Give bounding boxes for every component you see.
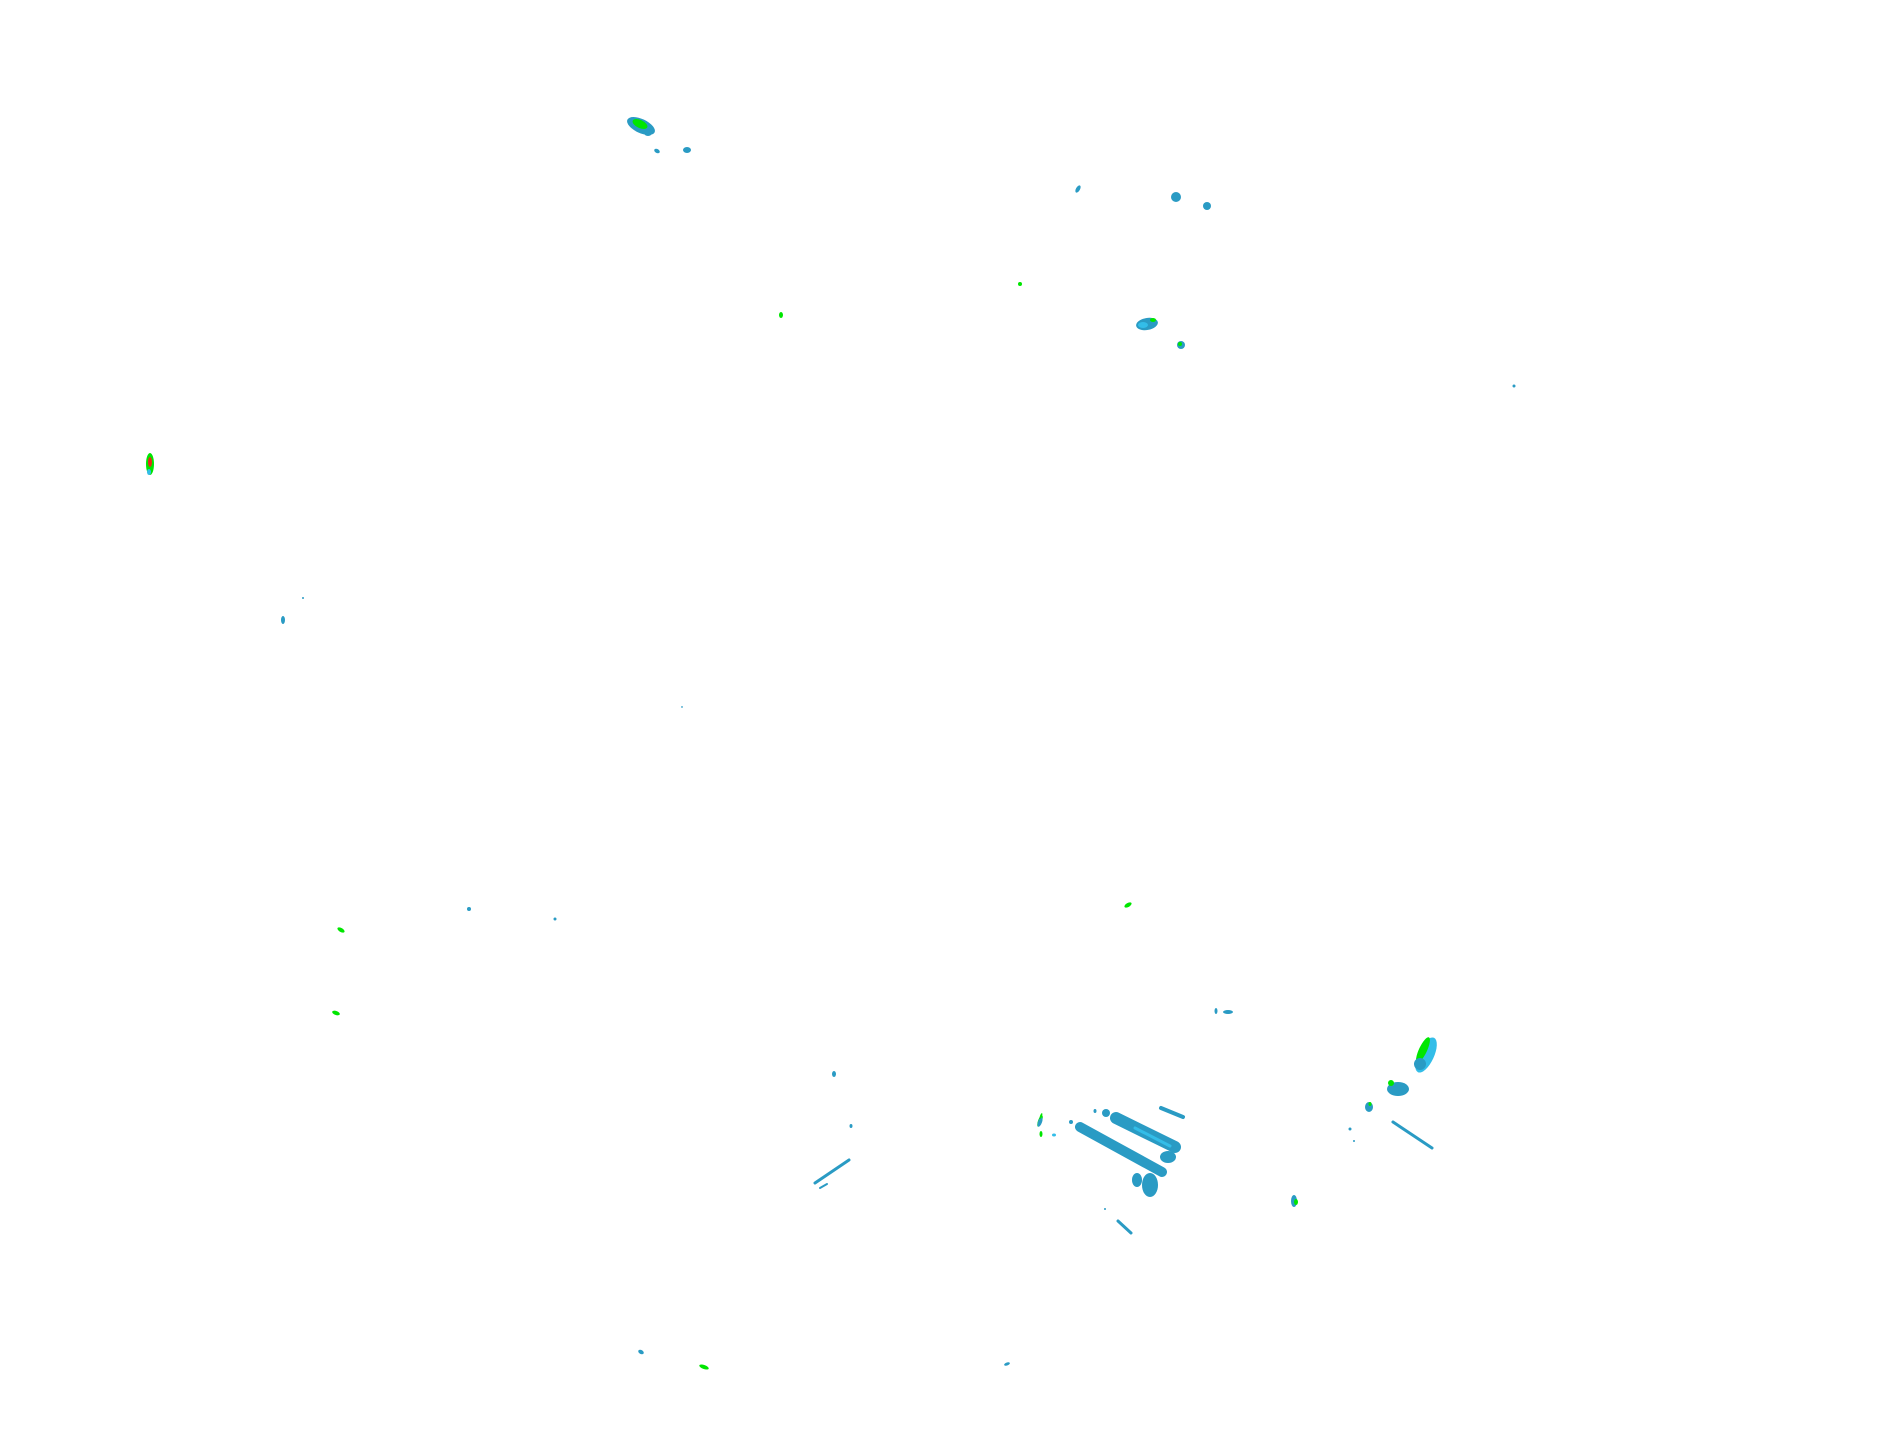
echo-cell	[1368, 1102, 1372, 1106]
echo-cell	[779, 312, 783, 318]
echo-cell	[1104, 1208, 1106, 1210]
echo-cell	[1039, 1113, 1043, 1119]
echo-cell	[1178, 342, 1182, 346]
echo-cell	[1214, 1008, 1218, 1014]
echo-cell	[1512, 384, 1516, 388]
echo-cell	[699, 1364, 709, 1370]
echo-cell	[467, 907, 471, 911]
echo-cell	[1018, 282, 1022, 286]
echo-streak	[1159, 1106, 1185, 1119]
echo-cell	[638, 1349, 644, 1355]
echo-cell	[644, 130, 652, 136]
echo-cell	[1348, 1127, 1352, 1131]
echo-cell	[1414, 1058, 1426, 1070]
echo-cell	[1052, 1133, 1056, 1137]
echo-cell	[337, 927, 345, 933]
echo-cell	[1069, 1120, 1073, 1124]
echo-cell	[654, 148, 660, 154]
echo-cell	[1039, 1131, 1043, 1137]
echo-cell	[1294, 1199, 1298, 1205]
echo-cell	[1150, 318, 1156, 322]
echo-cell	[1037, 1117, 1043, 1127]
echo-cell	[1388, 1080, 1394, 1086]
echo-cell	[1075, 185, 1081, 193]
echo-streak	[1075, 1122, 1167, 1177]
echo-cell	[1223, 1010, 1233, 1014]
echo-cell	[1093, 1109, 1097, 1113]
echo-cell	[1124, 902, 1132, 908]
echo-cell	[1142, 1173, 1158, 1197]
echo-cell	[302, 597, 304, 599]
echo-cell	[1132, 1173, 1142, 1187]
echo-streak	[819, 1183, 828, 1189]
echo-cell	[281, 616, 285, 624]
echo-cell	[332, 1010, 340, 1016]
echo-streak	[813, 1158, 851, 1185]
echo-cell	[147, 469, 151, 475]
echo-cell	[683, 147, 691, 153]
echo-cell	[681, 706, 683, 708]
echo-cell	[1416, 1037, 1430, 1063]
echo-streak	[1391, 1120, 1434, 1150]
echo-cell	[1102, 1109, 1110, 1117]
echo-cell	[1138, 322, 1148, 328]
echo-cell	[553, 917, 557, 921]
echo-cell	[832, 1071, 836, 1077]
echo-cell	[148, 457, 152, 467]
echo-streak	[1133, 1126, 1172, 1148]
echo-cell	[632, 119, 648, 129]
echo-cell	[1203, 202, 1211, 210]
echo-streak	[1116, 1219, 1133, 1235]
echo-cell	[1171, 192, 1181, 202]
echo-cell	[1160, 1151, 1176, 1163]
echo-cell	[1004, 1362, 1010, 1366]
echo-cell	[1353, 1140, 1355, 1142]
echo-cell	[849, 1124, 853, 1128]
